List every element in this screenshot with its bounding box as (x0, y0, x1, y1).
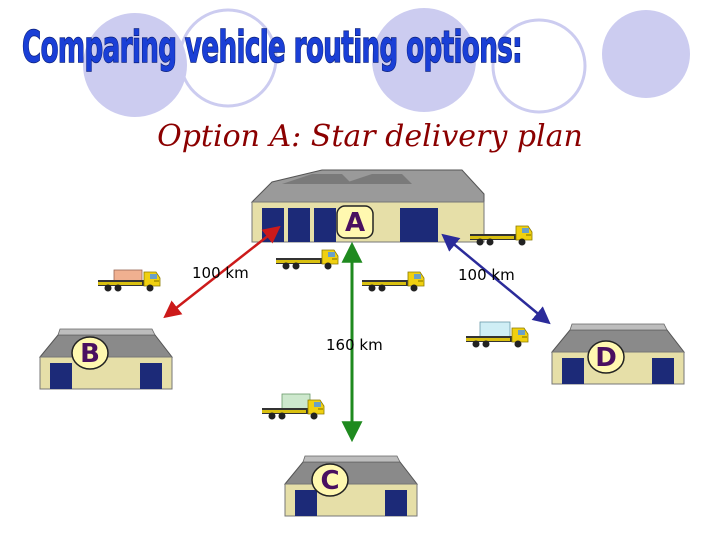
depot-a-badge: A (336, 205, 374, 239)
route-a-d-arrow (441, 233, 551, 325)
depot-a-label: A (345, 208, 365, 238)
depot-d-badge-shape (587, 340, 625, 374)
depot-b-label: B (80, 339, 100, 369)
decor-circle (178, 8, 278, 108)
depot-a-badge-shape (336, 205, 374, 239)
depot-b-badge-shape (71, 336, 109, 370)
decor-circle (83, 13, 187, 117)
route-a-b-arrow (163, 225, 281, 319)
depot-b-badge: B (71, 336, 109, 370)
route-a-c-distance: 160 km (326, 336, 383, 354)
truck-near-d (465, 321, 529, 348)
decor-circle (491, 18, 587, 114)
route-a-b-distance: 100 km (192, 264, 249, 282)
truck-at-a-right (361, 271, 425, 292)
truck-at-a-left (275, 249, 339, 270)
decor-circle (372, 8, 476, 112)
decorative-circles (83, 8, 690, 117)
truck-near-c (261, 393, 325, 420)
subtitle: Option A: Star delivery plan (157, 119, 583, 154)
depot-d-label: D (595, 343, 617, 373)
decor-circle (602, 10, 690, 98)
depot-c-warehouse (284, 455, 418, 517)
page-title: Comparing vehicle routing options: (22, 22, 522, 73)
route-a-d-distance: 100 km (458, 266, 515, 284)
depot-d-badge: D (587, 340, 625, 374)
depot-c-badge-shape (311, 463, 349, 497)
depot-c-label: C (320, 466, 339, 496)
depot-c-badge: C (311, 463, 349, 497)
truck-near-b (97, 269, 161, 292)
